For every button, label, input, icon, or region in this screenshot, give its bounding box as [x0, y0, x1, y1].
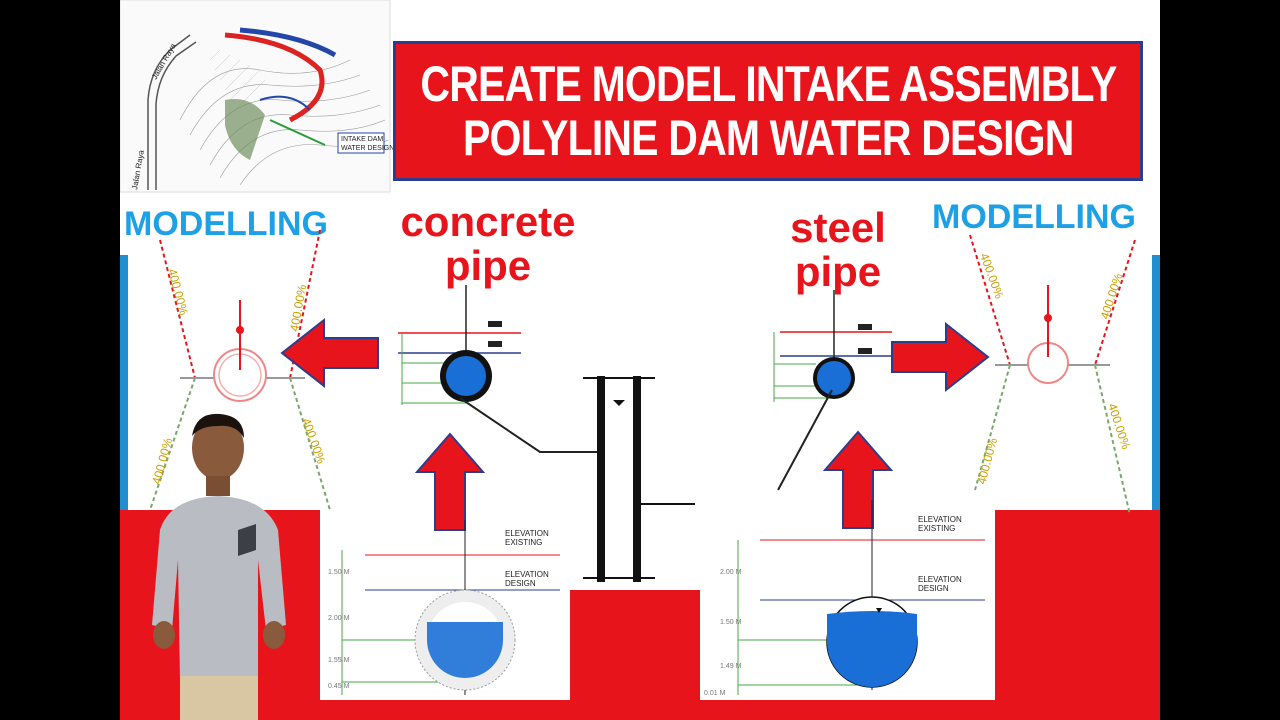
steel-pipe-label: steel pipe — [768, 206, 908, 294]
modelling-section-left: 400.00% 400.00% 400.00% 400.00% — [149, 229, 331, 511]
right-elev-existing-2: EXISTING — [918, 524, 955, 533]
steel-connector-line — [777, 389, 833, 491]
concrete-pipe-detail — [398, 285, 521, 405]
left-dim-3: 1.55 M — [328, 657, 350, 664]
left-elev-existing: ELEVATION — [505, 529, 549, 538]
right-dim-2: 1.50 M — [720, 619, 742, 626]
right-elev-existing: ELEVATION — [918, 515, 962, 524]
site-map-inset: Jalan Raya Jalan Raya INTAKE DAM WATER D… — [120, 0, 394, 193]
modelling-label-left: MODELLING — [124, 205, 328, 243]
left-dim-2: 2.00 M — [328, 615, 350, 622]
steel-word: steel — [790, 204, 886, 251]
presenter-figure — [152, 413, 286, 720]
title-line-1: CREATE MODEL INTAKE ASSEMBLY — [419, 56, 1117, 112]
concrete-connector-line — [459, 397, 602, 453]
right-dim-4: 0.01 M — [704, 690, 726, 697]
concrete-word: concrete — [400, 198, 576, 245]
green-area — [225, 99, 265, 160]
thumbnail-canvas: Jalan Raya Jalan Raya INTAKE DAM WATER D… — [120, 0, 1160, 720]
map-legend-box — [337, 132, 385, 154]
left-elev-design: ELEVATION — [505, 570, 549, 579]
concrete-pipe-label: concrete pipe — [388, 200, 588, 288]
dam-blue-outline — [239, 27, 337, 58]
slope-label-left-1: 400.00% — [165, 267, 191, 317]
modelling-section-right: 400.00% 400.00% 400.00% 400.00% — [969, 234, 1136, 516]
arrow-left-icon — [280, 317, 379, 389]
right-elev-design-2: DESIGN — [918, 584, 949, 593]
steel-pipe-word: pipe — [794, 248, 882, 295]
right-dim-3: 1.49 M — [720, 663, 742, 670]
section-steel: ELEVATION EXISTING ELEVATION DESIGN 2.00… — [704, 500, 985, 697]
section-concrete: ELEVATION EXISTING ELEVATION DESIGN 1.50… — [328, 520, 560, 695]
blue-edge-left — [120, 255, 128, 510]
left-elev-existing-2: EXISTING — [505, 538, 542, 547]
title-line-2: POLYLINE DAM WATER DESIGN — [462, 110, 1074, 166]
arrow-up-left-icon — [414, 432, 486, 531]
arrow-up-right-icon — [822, 430, 894, 529]
right-elev-design: ELEVATION — [918, 575, 962, 584]
green-line — [269, 119, 326, 146]
intake-structure — [583, 376, 695, 582]
slope-label-right-2: 400.00% — [1098, 271, 1126, 321]
hatch-area — [209, 49, 266, 111]
title-banner: CREATE MODEL INTAKE ASSEMBLY POLYLINE DA… — [393, 41, 1143, 181]
road-left — [147, 34, 191, 190]
steel-pipe-detail — [773, 290, 892, 402]
blue-edge-right — [1152, 255, 1160, 510]
map-legend-line1: INTAKE DAM — [341, 136, 383, 143]
left-elev-design-2: DESIGN — [505, 579, 536, 588]
left-dim-4: 0.45 M — [328, 683, 350, 690]
slope-label-right-3: 400.00% — [974, 436, 1000, 486]
map-legend-line2: WATER DESIGN — [341, 145, 394, 152]
arrow-right-icon — [891, 321, 990, 393]
concrete-pipe-word: pipe — [444, 242, 532, 289]
dam-red-outline — [224, 32, 325, 123]
left-dim-1: 1.50 M — [328, 569, 350, 576]
modelling-label-right: MODELLING — [932, 198, 1136, 236]
right-dim-1: 2.00 M — [720, 569, 742, 576]
